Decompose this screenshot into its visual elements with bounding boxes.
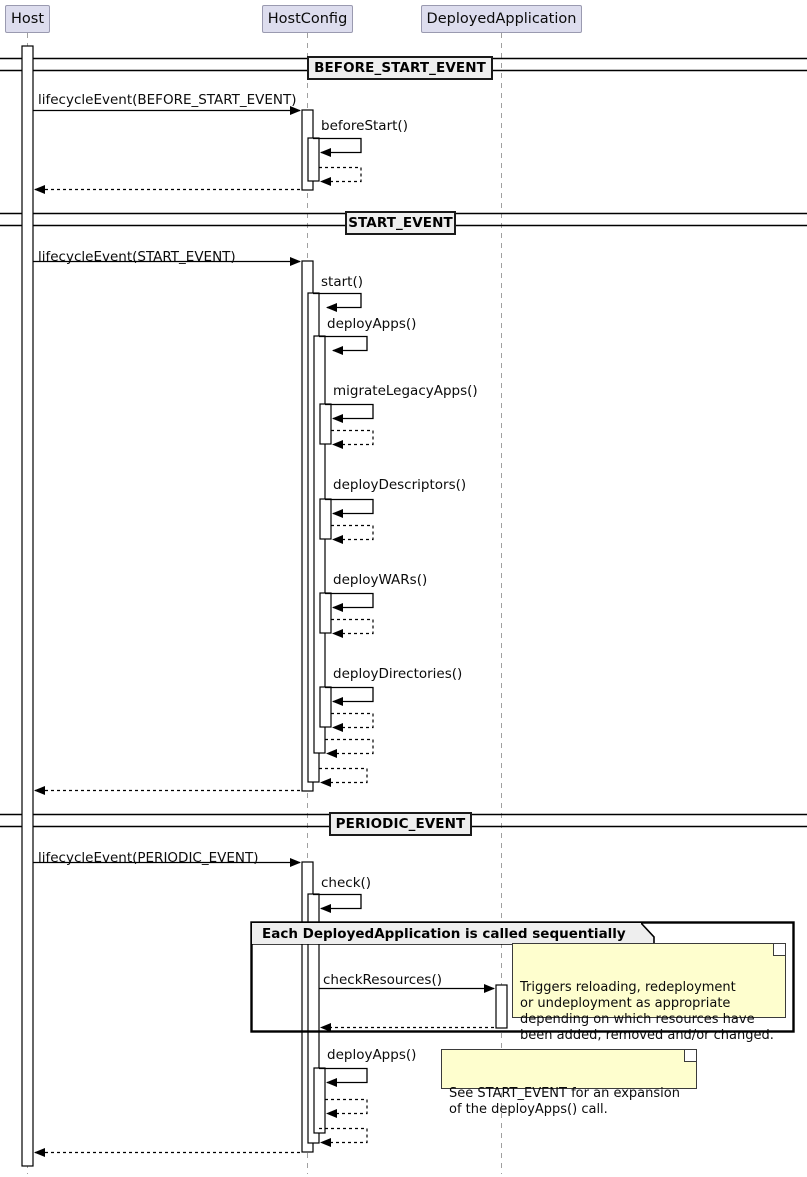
message-label-start: start() xyxy=(321,274,363,290)
note-deploy-apps: See START_EVENT for an expansion of the … xyxy=(441,1049,697,1117)
group-frame-title-label: Each DeployedApplication is called seque… xyxy=(262,925,626,942)
participant-deployedapplication-label: DeployedApplication xyxy=(426,11,577,27)
message-label-checkresources: checkResources() xyxy=(323,972,443,988)
divider-periodic-event-label: PERIODIC_EVENT xyxy=(335,816,466,832)
note-check-resources: Triggers reloading, redeployment or unde… xyxy=(512,943,786,1043)
participant-deployedapplication[interactable]: DeployedApplication xyxy=(421,5,582,33)
message-label-deploydirectories: deployDirectories() xyxy=(333,666,463,682)
return-deploydescriptors xyxy=(331,524,374,544)
divider-lines xyxy=(0,57,807,828)
return-arrows xyxy=(34,166,494,1157)
arrow-deployapps-self xyxy=(319,335,368,355)
participant-hostconfig-label: HostConfig xyxy=(267,11,348,27)
return-deploywars xyxy=(331,618,374,638)
message-label-lifecycleevent-start: lifecycleEvent(START_EVENT) xyxy=(38,249,236,265)
return-deploydirectories xyxy=(331,712,374,732)
message-label-deployapps: deployApps() xyxy=(327,316,417,332)
arrow-deploywars-self xyxy=(325,592,374,612)
activation-hostconfig-migratelegacyapps-self xyxy=(319,403,332,445)
message-label-lifecycleevent-before-start: lifecycleEvent(BEFORE_START_EVENT) xyxy=(38,92,297,108)
call-arrows xyxy=(33,106,495,1087)
divider-start-event-label: START_EVENT xyxy=(348,215,453,231)
message-label-deploydescriptors: deployDescriptors() xyxy=(333,477,467,493)
message-label-check: check() xyxy=(321,875,372,891)
arrow-deploydescriptors-self xyxy=(325,498,374,518)
activation-hostconfig-deploywars-self xyxy=(319,592,332,634)
arrow-deployapps2-self xyxy=(319,1067,368,1087)
message-label-beforestart: beforeStart() xyxy=(321,118,408,134)
arrow-check-self xyxy=(313,893,362,913)
arrow-migratelegacyapps-self xyxy=(325,403,374,423)
return-start xyxy=(319,767,368,787)
return-beforestart xyxy=(319,166,362,186)
activation-deployedapplication-checkresources xyxy=(495,984,508,1029)
activation-host-root xyxy=(21,45,34,1167)
activation-hostconfig-deploydescriptors-self xyxy=(319,498,332,540)
return-deployapps2-inner xyxy=(325,1098,368,1118)
divider-periodic-event: PERIODIC_EVENT xyxy=(329,812,472,836)
note-check-resources-text: Triggers reloading, redeployment or unde… xyxy=(520,980,774,1043)
lifelines xyxy=(27,33,502,1174)
note-deploy-apps-text: See START_EVENT for an expansion of the … xyxy=(449,1086,680,1117)
message-label-migratelegacyapps: migrateLegacyApps() xyxy=(333,383,478,399)
activation-hostconfig-deploydirectories-self xyxy=(319,686,332,728)
note-fold-icon xyxy=(773,944,785,956)
message-label-deployapps-periodic: deployApps() xyxy=(327,1047,417,1063)
activation-hostconfig-beforestart-self xyxy=(307,137,320,182)
return-deployapps-start xyxy=(325,738,374,758)
divider-start-event: START_EVENT xyxy=(345,211,456,235)
arrow-deploydirectories-self xyxy=(325,686,374,706)
participant-hostconfig[interactable]: HostConfig xyxy=(262,5,353,33)
participant-host-label: Host xyxy=(11,11,45,27)
note-fold-icon xyxy=(684,1050,696,1062)
activation-bars xyxy=(21,45,508,1167)
activation-hostconfig-deployapps2-self xyxy=(313,1067,326,1134)
participant-host[interactable]: Host xyxy=(5,5,50,33)
divider-before-start-event: BEFORE_START_EVENT xyxy=(307,56,493,80)
return-check-periodic xyxy=(319,1127,368,1147)
arrow-beforestart-self xyxy=(313,137,362,157)
group-frame-title: Each DeployedApplication is called seque… xyxy=(252,923,641,944)
message-label-lifecycleevent-periodic: lifecycleEvent(PERIODIC_EVENT) xyxy=(38,850,259,866)
return-migratelegacyapps xyxy=(331,429,374,449)
arrow-start-self xyxy=(313,292,362,312)
divider-before-start-event-label: BEFORE_START_EVENT xyxy=(314,60,486,76)
message-label-deploywars: deployWARs() xyxy=(333,572,428,588)
